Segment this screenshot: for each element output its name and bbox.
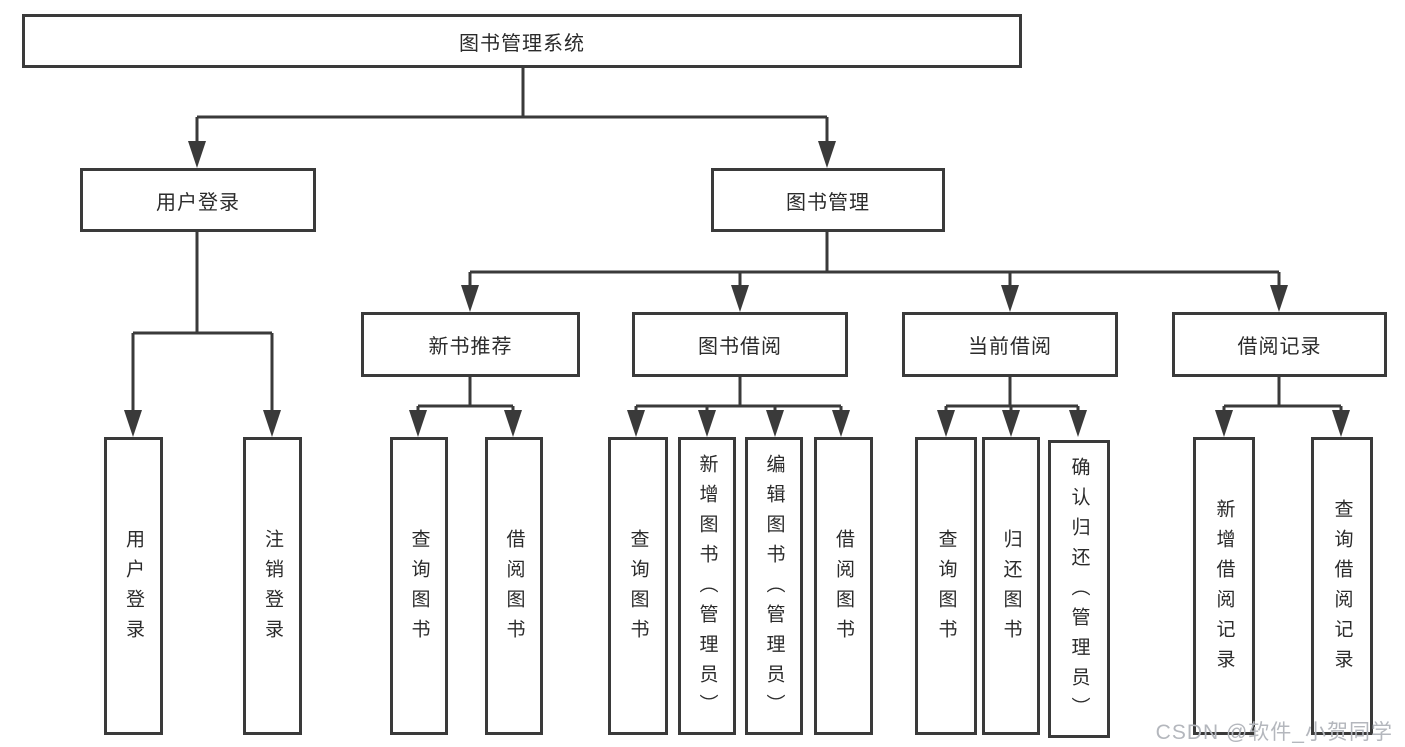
arrowhead (188, 141, 206, 168)
arrowhead (1215, 410, 1233, 437)
leaf-query-books-recommend: 查询图书 (390, 437, 448, 735)
arrowhead (504, 410, 522, 437)
arrowhead (1001, 285, 1019, 312)
arrowhead (1069, 410, 1087, 437)
node-library-management-system: 图书管理系统 (22, 14, 1022, 68)
leaf-edit-books-admin: 编辑图书（管理员） (745, 437, 803, 735)
arrowhead (1002, 410, 1020, 437)
leaf-add-borrow-record: 新增借阅记录 (1193, 437, 1255, 735)
arrowhead (832, 410, 850, 437)
leaf-user-login: 用户登录 (104, 437, 163, 735)
node-borrowing-records: 借阅记录 (1172, 312, 1387, 377)
node-user-login: 用户登录 (80, 168, 316, 232)
arrowhead (731, 285, 749, 312)
leaf-borrow-books-recommend: 借阅图书 (485, 437, 543, 735)
arrowhead (409, 410, 427, 437)
leaf-logout-login: 注销登录 (243, 437, 302, 735)
leaf-query-books-current: 查询图书 (915, 437, 977, 735)
node-current-borrowing: 当前借阅 (902, 312, 1118, 377)
leaf-query-books-borrow: 查询图书 (608, 437, 668, 735)
arrowhead (124, 410, 142, 437)
leaf-return-books: 归还图书 (982, 437, 1040, 735)
csdn-watermark: CSDN @软件_小贺同学 (1155, 721, 1393, 744)
arrowhead (698, 410, 716, 437)
arrowhead (766, 410, 784, 437)
arrowhead (937, 410, 955, 437)
arrowhead (263, 410, 281, 437)
node-new-book-recommendation: 新书推荐 (361, 312, 580, 377)
node-book-borrowing: 图书借阅 (632, 312, 848, 377)
leaf-confirm-return-admin: 确认归还（管理员） (1048, 440, 1110, 738)
node-book-management: 图书管理 (711, 168, 945, 232)
leaf-query-borrow-record: 查询借阅记录 (1311, 437, 1373, 735)
leaf-add-books-admin: 新增图书（管理员） (678, 437, 736, 735)
arrowhead (1270, 285, 1288, 312)
arrowhead (627, 410, 645, 437)
arrowhead (818, 141, 836, 168)
arrowhead (461, 285, 479, 312)
arrowhead (1332, 410, 1350, 437)
leaf-borrow-books: 借阅图书 (814, 437, 873, 735)
